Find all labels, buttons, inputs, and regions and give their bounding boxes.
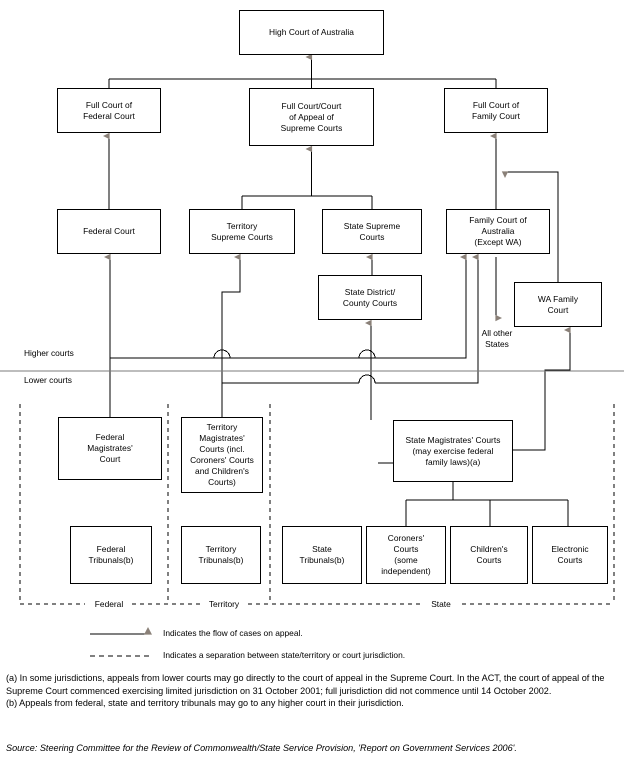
node-state-tribunals[interactable]: State Tribunals(b) [282,526,362,584]
label-jurisdiction-territory: Territory [208,599,240,609]
source-note: Source: Steering Committee for the Revie… [6,742,618,755]
label-jurisdiction-federal: Federal [94,599,124,609]
node-state-supreme[interactable]: State Supreme Courts [322,209,422,254]
node-territory-supreme[interactable]: Territory Supreme Courts [189,209,295,254]
node-state-magistrates[interactable]: State Magistrates' Courts (may exercise … [393,420,513,482]
node-family-court-australia[interactable]: Family Court of Australia (Except WA) [446,209,550,254]
node-coroners-courts[interactable]: Coroners' Courts (some independent) [366,526,446,584]
label-higher-courts: Higher courts [24,348,74,358]
node-federal-court[interactable]: Federal Court [57,209,161,254]
node-full-court-supreme[interactable]: Full Court/Court of Appeal of Supreme Co… [249,88,374,146]
node-federal-tribunals[interactable]: Federal Tribunals(b) [70,526,152,584]
footnote-a: (a) In some jurisdictions, appeals from … [6,673,605,696]
node-childrens-courts[interactable]: Children's Courts [450,526,528,584]
label-lower-courts: Lower courts [24,375,72,385]
footnotes: (a) In some jurisdictions, appeals from … [6,672,618,710]
legend-arrow-text: Indicates the flow of cases on appeal. [163,628,303,638]
footnote-b: (b) Appeals from federal, state and terr… [6,698,404,709]
label-jurisdiction-state: State [431,599,451,609]
node-full-court-federal[interactable]: Full Court of Federal Court [57,88,161,133]
legend-dashed-text: Indicates a separation between state/ter… [163,650,406,660]
node-high-court[interactable]: High Court of Australia [239,10,384,55]
source-text: Steering Committee for the Review of Com… [37,743,517,753]
source-label: Source: [6,743,38,753]
node-electronic-courts[interactable]: Electronic Courts [532,526,608,584]
node-full-court-family[interactable]: Full Court of Family Court [444,88,548,133]
legend: Indicates the flow of cases on appeal. I… [0,614,624,664]
label-all-other-states: All other States [481,328,513,349]
node-federal-magistrates[interactable]: Federal Magistrates' Court [58,417,162,480]
node-territory-tribunals[interactable]: Territory Tribunals(b) [181,526,261,584]
node-state-district-county[interactable]: State District/ County Courts [318,275,422,320]
node-territory-magistrates[interactable]: Territory Magistrates' Courts (incl. Cor… [181,417,263,493]
node-wa-family-court[interactable]: WA Family Court [514,282,602,327]
